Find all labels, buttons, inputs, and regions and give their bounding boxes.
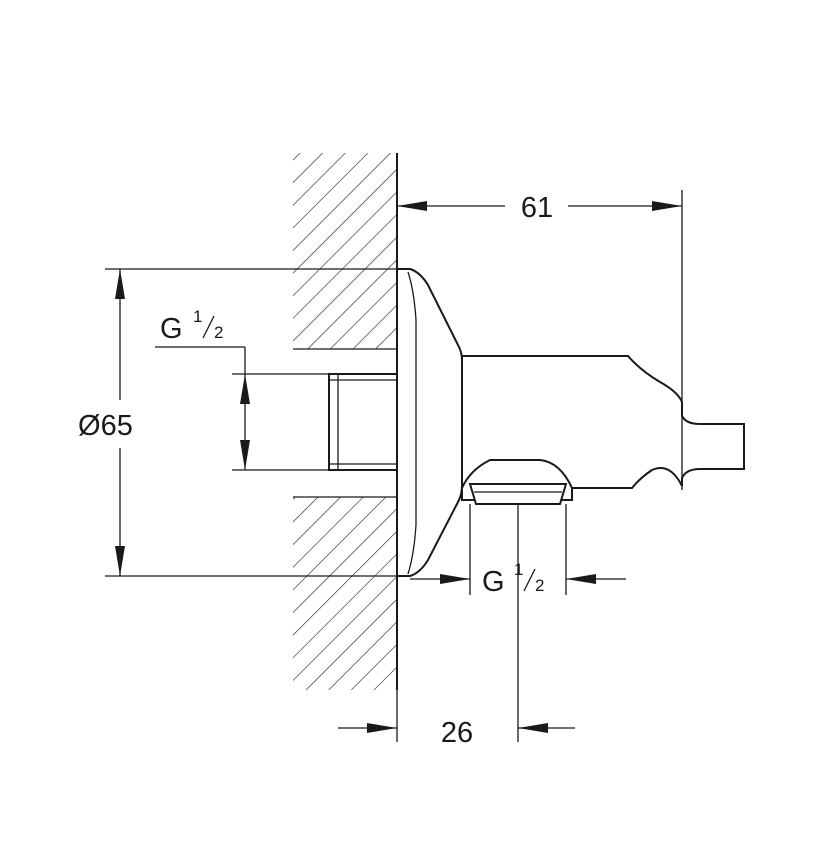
dimension-depth: 61	[397, 190, 683, 490]
wall-section	[293, 153, 398, 690]
outlet-offset-label: 26	[441, 717, 473, 749]
wall-hatch-bottom	[293, 497, 397, 690]
dimension-diameter: Ø65	[78, 268, 410, 577]
diameter-label: Ø65	[78, 410, 133, 442]
depth-label: 61	[521, 192, 553, 224]
diameter-value: 65	[101, 410, 133, 442]
inlet-thread-numerator: 1	[193, 307, 202, 326]
inlet-thread-nipple	[328, 373, 398, 471]
outlet-thread-prefix: G	[482, 566, 505, 598]
dimension-outlet-offset: 26	[338, 504, 575, 749]
outlet-connector	[461, 459, 573, 505]
dimension-outlet-thread: G 1 2	[410, 504, 626, 598]
inlet-thread-prefix: G	[160, 313, 183, 345]
outlet-body	[461, 355, 745, 489]
inlet-thread-denominator: 2	[214, 323, 223, 342]
wall-flange	[396, 268, 463, 577]
dimension-inlet-thread: G 1 2	[155, 307, 329, 471]
diameter-symbol: Ø	[78, 410, 101, 442]
wall-hatch-top	[293, 153, 397, 349]
outlet-thread-numerator: 1	[514, 560, 523, 579]
outlet-thread-denominator: 2	[535, 576, 544, 595]
